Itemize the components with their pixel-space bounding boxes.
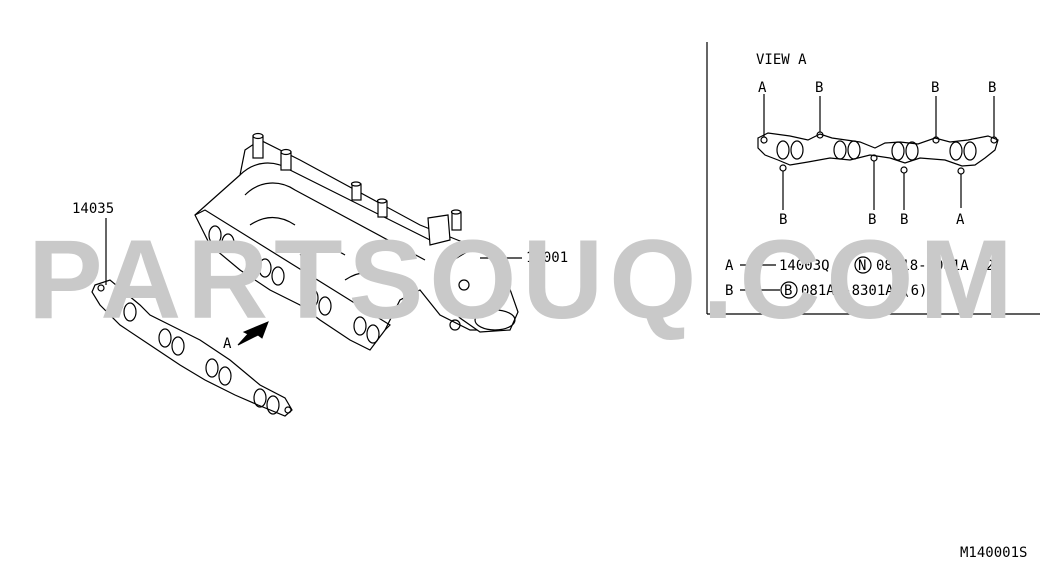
view-a-top-label: B <box>815 80 823 96</box>
view-a-panel: VIEW A A B B B B B <box>706 42 1040 315</box>
legend-key-a: A <box>725 258 734 274</box>
callout-manifold[interactable]: 14001 <box>480 250 568 266</box>
view-a-bottom-label: B <box>868 212 876 228</box>
watermark: PARTSOUQ.COM <box>28 217 1019 342</box>
view-a-top-label: B <box>988 80 996 96</box>
view-arrow-label: A <box>223 336 232 352</box>
view-a-title: VIEW A <box>756 52 807 68</box>
legend-key-b: B <box>725 283 733 299</box>
callout-gasket[interactable]: 14035 <box>72 201 114 285</box>
view-a-bottom-label: B <box>779 212 787 228</box>
view-a-flange <box>757 132 999 167</box>
legend-part-a: 14003Q , <box>779 258 846 274</box>
view-a-top-label: B <box>931 80 939 96</box>
legend-row-a[interactable]: A 14003Q , N 08918-3081A (2) <box>725 256 1002 274</box>
view-a-top-label: A <box>758 80 767 96</box>
exhaust-manifold[interactable] <box>194 132 519 351</box>
manifold-gasket[interactable] <box>91 279 293 417</box>
diagram-code: M140001S <box>960 545 1027 561</box>
legend-code-b: 081A8-8301A (6) <box>801 283 927 299</box>
legend-symbol-n: N <box>858 258 866 274</box>
legend-row-b[interactable]: B B 081A8-8301A (6) <box>725 281 927 299</box>
legend-symbol-b: B <box>784 283 792 299</box>
view-a-arrow: A <box>223 321 269 352</box>
manifold-studs <box>252 132 462 231</box>
view-a-bottom-label: B <box>900 212 908 228</box>
gasket-part-number: 14035 <box>72 201 114 217</box>
manifold-part-number: 14001 <box>526 250 568 266</box>
legend-code-a: 08918-3081A (2) <box>876 258 1002 274</box>
view-a-bottom-label: A <box>956 212 965 228</box>
